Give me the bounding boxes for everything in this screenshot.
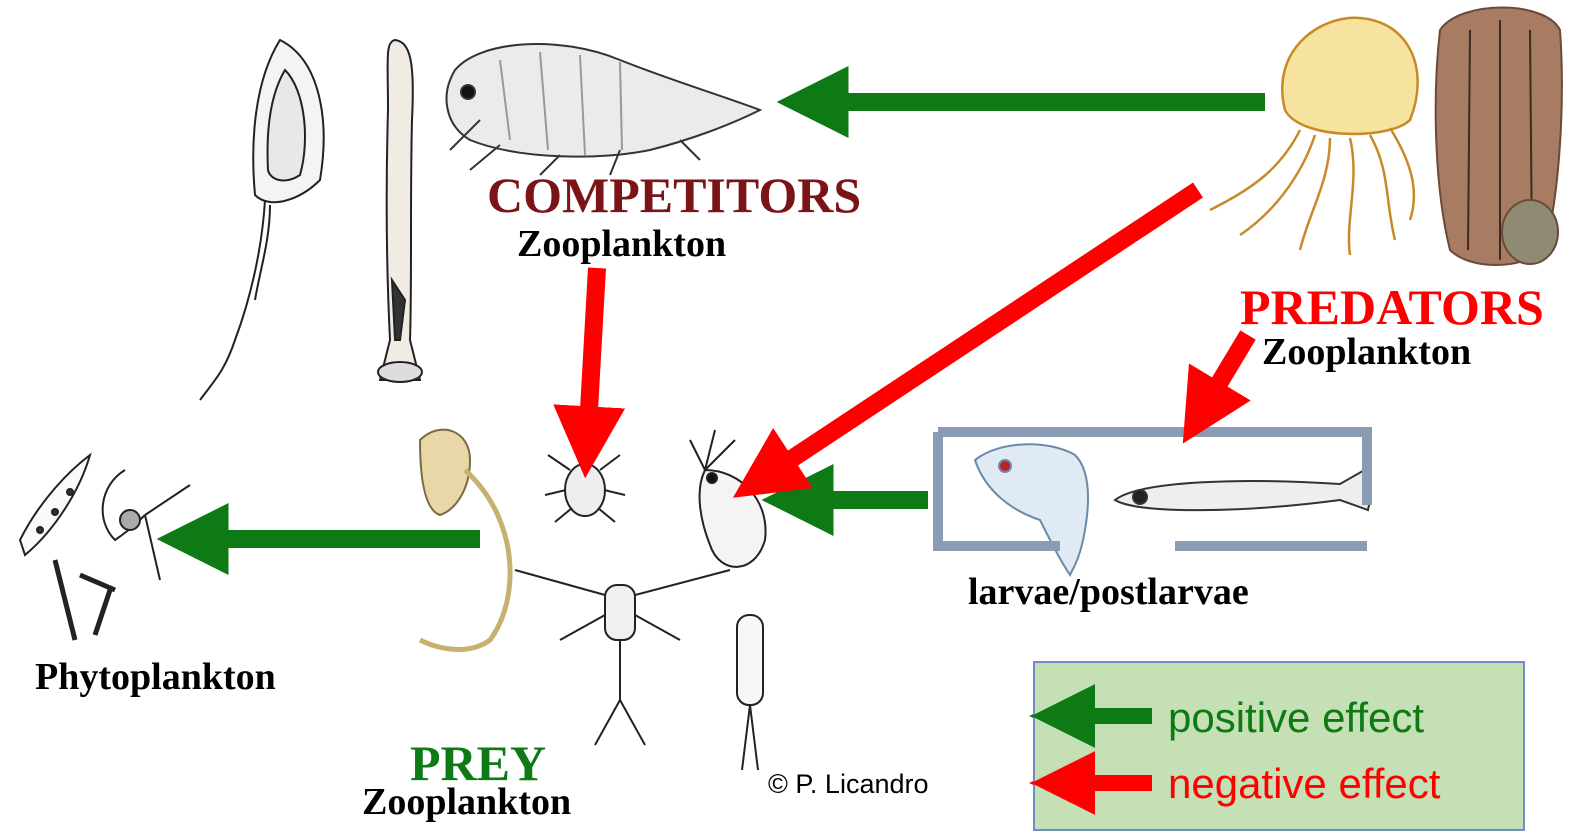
legend-positive-label: positive effect xyxy=(1168,697,1424,739)
cladoceran-icon xyxy=(690,430,766,567)
copyright-credit: © P. Licandro xyxy=(768,771,929,798)
copepod-icon xyxy=(515,570,763,770)
predators-subtitle: Zooplankton xyxy=(1262,333,1471,371)
nauplius-icon xyxy=(545,455,625,522)
shrimp-larva-icon xyxy=(975,444,1088,575)
siphonophore-icon xyxy=(378,40,422,382)
ctenophore-icon xyxy=(1436,8,1562,266)
negative-arrow-competitors-to-prey xyxy=(589,268,597,410)
prey-subtitle: Zooplankton xyxy=(362,783,571,821)
negative-arrow-predators-to-larvae xyxy=(1218,335,1248,385)
chaetognath-icon xyxy=(200,40,324,400)
amphipod-icon xyxy=(447,44,760,175)
jellyfish-icon xyxy=(1210,18,1418,255)
legend-negative-label: negative effect xyxy=(1168,763,1440,805)
phytoplankton-label: Phytoplankton xyxy=(35,658,276,696)
larvae-label: larvae/postlarvae xyxy=(968,573,1249,611)
competitors-title: COMPETITORS xyxy=(487,170,861,220)
negative-arrow-predators-to-prey xyxy=(790,190,1198,460)
competitors-subtitle: Zooplankton xyxy=(517,225,726,263)
diatom-chain-icon xyxy=(20,455,190,640)
predators-title: PREDATORS xyxy=(1240,282,1544,332)
fish-larva-icon xyxy=(1115,468,1370,510)
